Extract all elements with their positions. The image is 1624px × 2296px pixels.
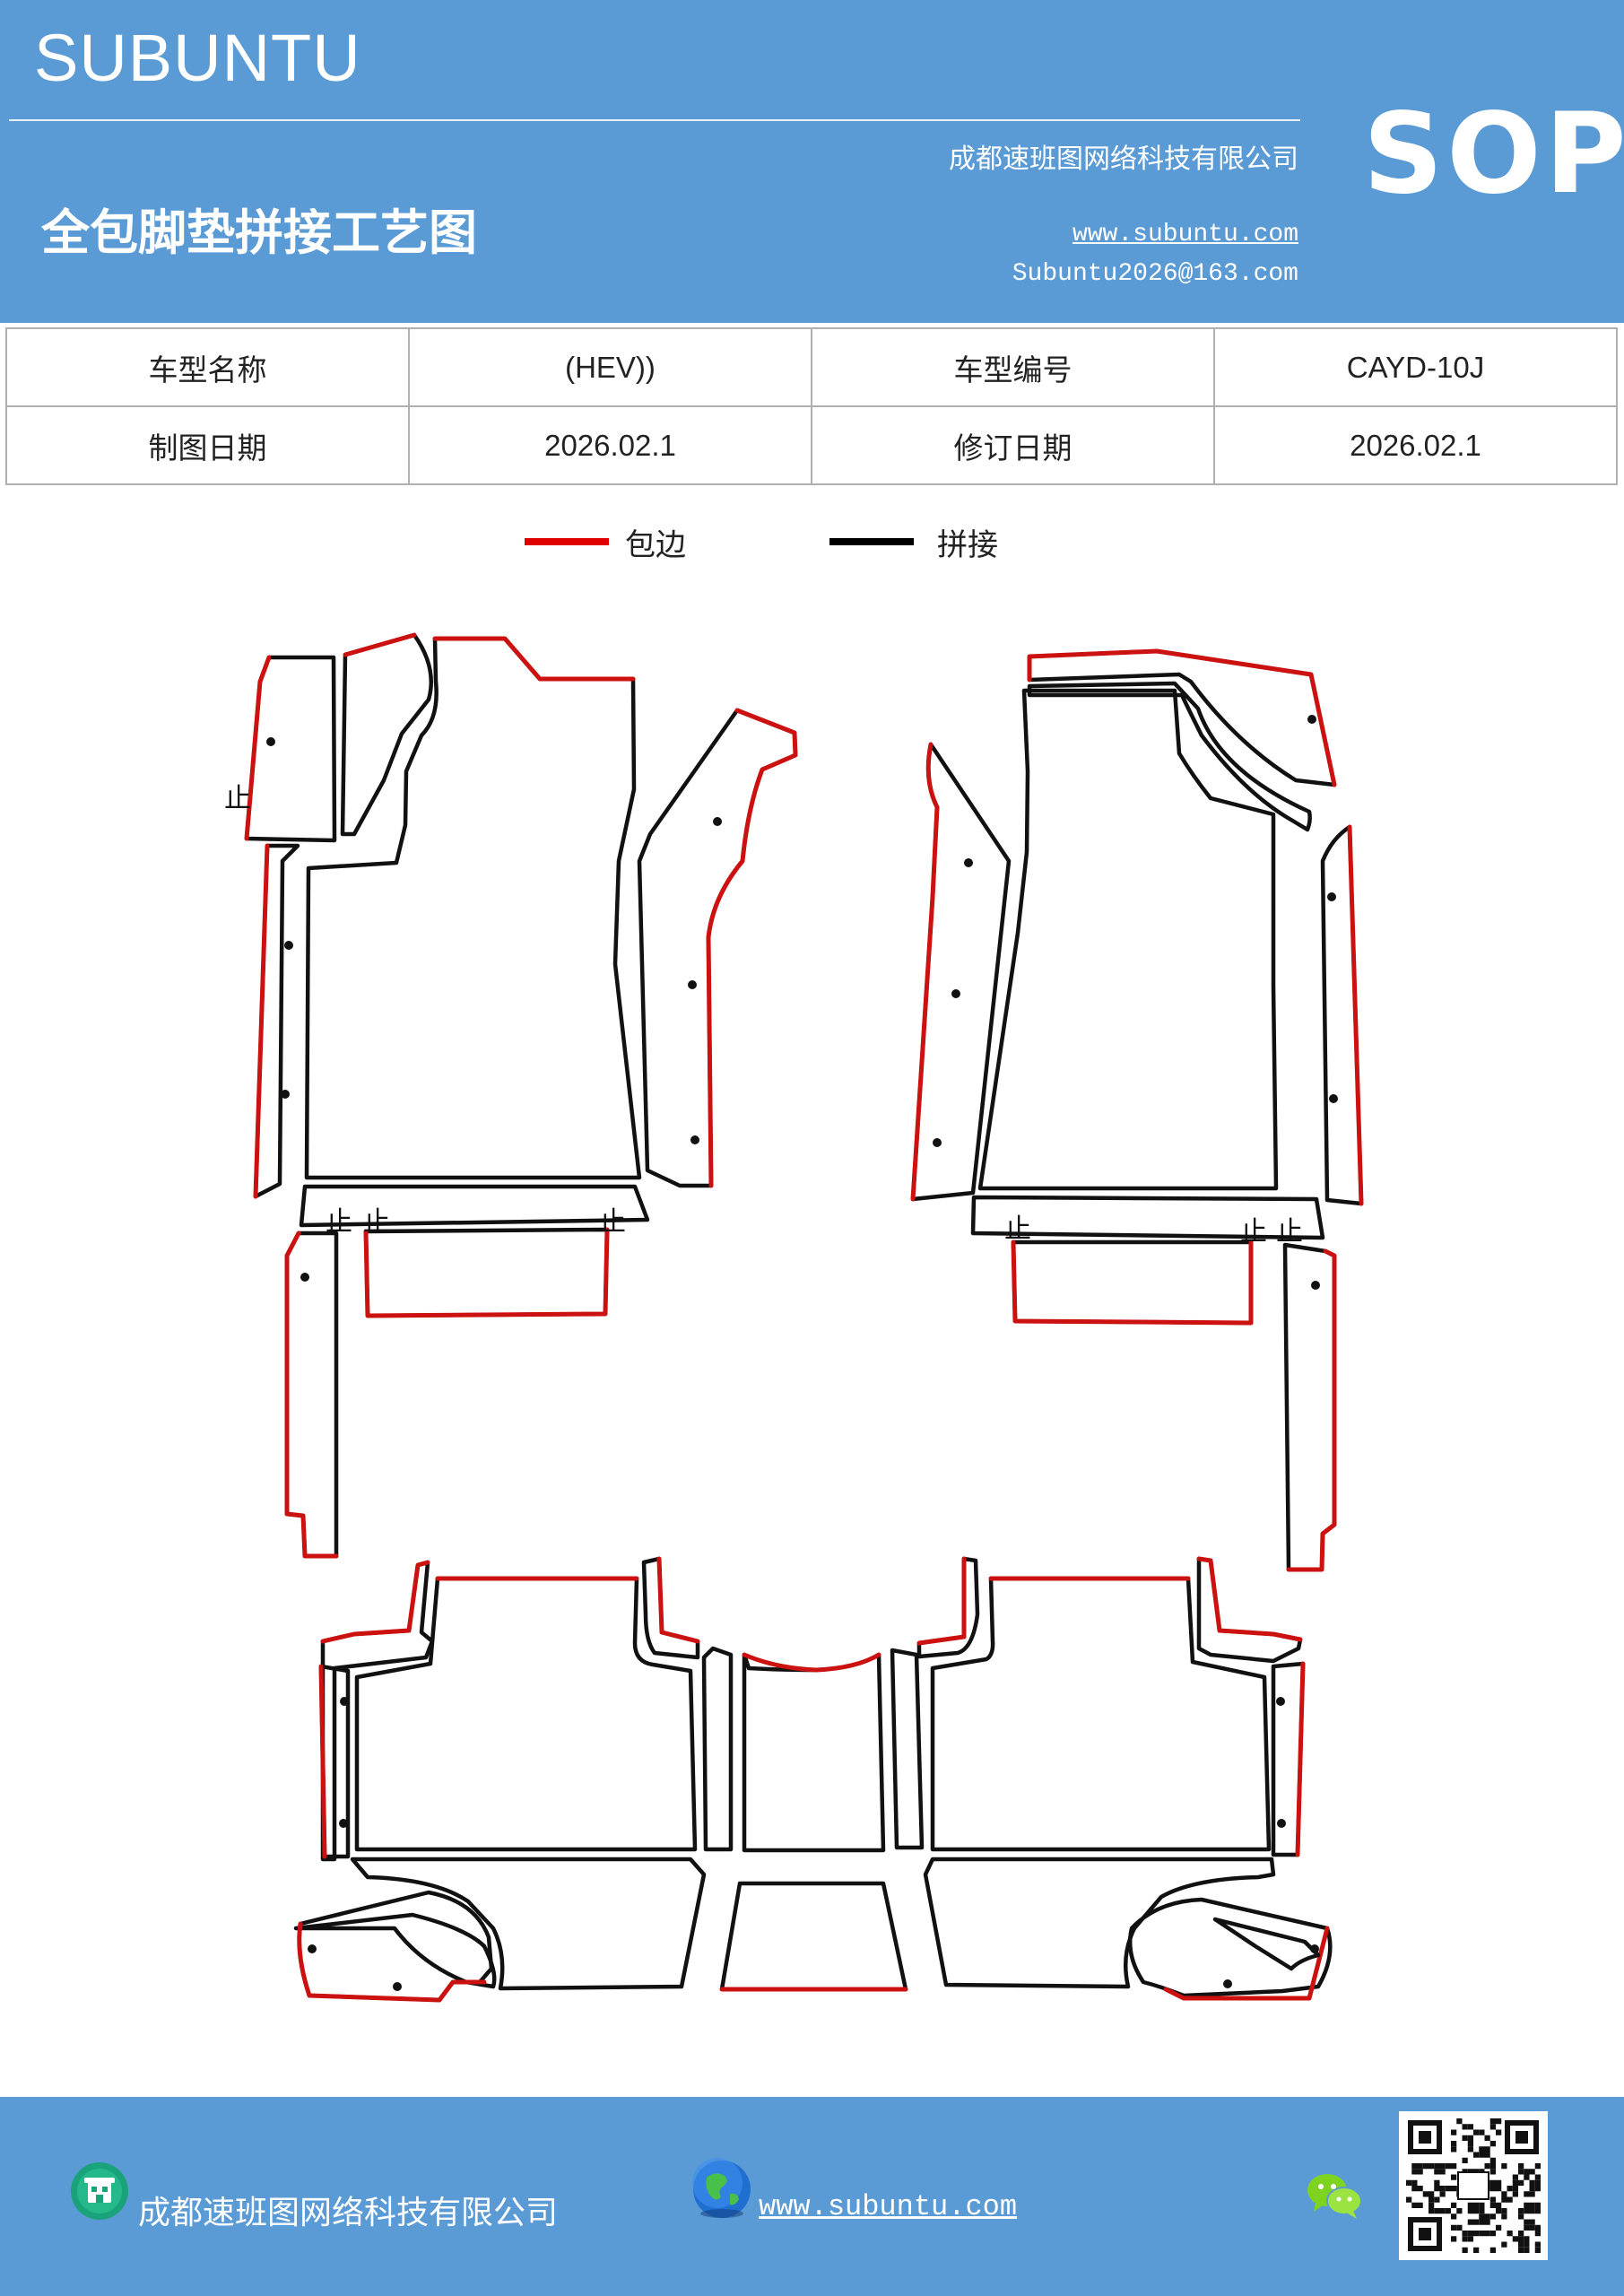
globe-icon — [692, 2158, 751, 2218]
stop-mark: 止 — [1276, 1216, 1303, 1248]
mat-rear-center — [719, 1648, 925, 1992]
document-title: 全包脚垫拼接工艺图 — [41, 204, 477, 261]
table-row: 车型名称 (HEV)) 车型编号 CAYD-10J — [5, 327, 1618, 407]
mat-front-right — [910, 648, 1364, 1572]
stop-mark: 止 — [224, 783, 251, 814]
mat-front-left — [244, 632, 798, 1559]
legend-label-seam: 拼接 — [937, 527, 998, 563]
header-divider — [9, 119, 1300, 121]
brand-name: SUBUNTU — [34, 21, 361, 95]
building-icon — [71, 2162, 128, 2220]
value-revise-date: 2026.02.1 — [1213, 405, 1618, 485]
stop-mark: 止 — [363, 1206, 390, 1238]
sop-badge: SOP — [1363, 90, 1624, 219]
stop-mark: 止 — [599, 1206, 626, 1238]
stop-mark: 止 — [1240, 1216, 1267, 1248]
label-model-name: 车型名称 — [5, 327, 410, 407]
website-link[interactable]: www.subuntu.com — [1072, 221, 1298, 248]
footer-company-name: 成都速班图网络科技有限公司 — [138, 2195, 559, 2231]
email-address: Subuntu2026@163.com — [1012, 260, 1298, 288]
legend-swatch-seam — [829, 538, 914, 545]
company-name: 成都速班图网络科技有限公司 — [949, 144, 1298, 175]
value-model-code: CAYD-10J — [1213, 327, 1618, 407]
table-row: 制图日期 2026.02.1 修订日期 2026.02.1 — [5, 405, 1618, 485]
mat-rear-right — [916, 1556, 1333, 2001]
value-draw-date: 2026.02.1 — [408, 405, 812, 485]
label-draw-date: 制图日期 — [5, 405, 410, 485]
stop-mark: 止 — [326, 1206, 352, 1238]
legend-label-binding: 包边 — [625, 527, 686, 563]
mat-rear-left — [293, 1556, 734, 2003]
footer-website-link[interactable]: www.subuntu.com — [759, 2190, 1018, 2223]
vehicle-info-table: 车型名称 (HEV)) 车型编号 CAYD-10J 制图日期 2026.02.1… — [5, 327, 1618, 485]
header-banner: SUBUNTU SOP 全包脚垫拼接工艺图 成都速班图网络科技有限公司 www.… — [0, 0, 1624, 323]
label-model-code: 车型编号 — [811, 327, 1215, 407]
legend-swatch-binding — [525, 538, 609, 545]
wechat-icon — [1307, 2174, 1362, 2219]
qr-code[interactable] — [1399, 2111, 1548, 2260]
footer-banner: 成都速班图网络科技有限公司 www.subuntu.com — [0, 2097, 1624, 2296]
stop-mark: 止 — [1004, 1213, 1031, 1245]
floor-mat-diagram: 止 止 止 止 止 止 止 — [224, 632, 1364, 2003]
label-revise-date: 修订日期 — [811, 405, 1215, 485]
value-model-name: (HEV)) — [408, 327, 812, 407]
